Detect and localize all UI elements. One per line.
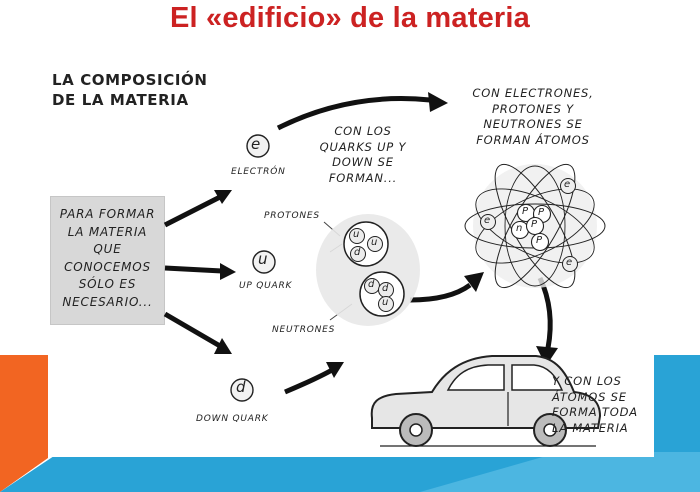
heading-line-2: DE LA MATERIA — [52, 91, 189, 109]
atom-electron-letter: e — [566, 257, 573, 268]
arrow-electron-to-atom — [276, 96, 431, 131]
matter-step-text: Y CON LOS ÁTOMOS SE FORMA TODA LA MATERI… — [552, 374, 652, 436]
quark-step-line: FORMAN... — [328, 170, 398, 185]
quark-step-line: QUARKS UP Y — [319, 139, 407, 154]
intro-line: SÓLO ES — [78, 277, 137, 291]
arrow-down-quark-to-nucleons — [284, 367, 334, 395]
quark-step-line: CON LOS — [334, 124, 392, 138]
heading-line-1: LA COMPOSICIÓN — [52, 71, 208, 89]
atom-orbit — [475, 188, 595, 264]
car-window — [446, 364, 505, 391]
nucleus-circle — [530, 232, 550, 252]
arrowhead — [214, 190, 232, 204]
quark-letter: d — [382, 283, 390, 294]
car-wheel-hub — [543, 423, 557, 437]
intro-line: LA MATERIA — [67, 224, 148, 239]
orange-corner-shape — [0, 355, 48, 492]
atom-electron-letter: e — [484, 215, 491, 226]
matter-step-line: FORMA TODA — [552, 405, 638, 419]
quark-step-line: DOWN SE — [332, 155, 394, 169]
intro-box — [50, 196, 165, 325]
quark-letter: u — [382, 297, 390, 308]
up-quark-label: UP QUARK — [239, 281, 293, 291]
nucleus-letter: n — [516, 223, 524, 234]
electron-circle — [246, 134, 270, 158]
atom-electron-circle — [562, 256, 578, 272]
atom-orbit — [475, 188, 595, 264]
atom-orbit — [494, 163, 576, 289]
atom-electron-letter: e — [564, 179, 571, 190]
atom-step-line: CON ELECTRONES, — [472, 86, 594, 100]
intro-line: PARA FORMAR — [59, 207, 156, 221]
atom-electron-circle — [560, 178, 576, 194]
quark-letter: d — [368, 279, 376, 290]
blue-right-band — [654, 355, 700, 452]
arrow-to-electron — [163, 193, 224, 228]
intro-line: CONOCEMOS — [64, 259, 151, 274]
intro-box-text: PARA FORMAR LA MATERIA QUE CONOCEMOS SÓL… — [50, 206, 165, 311]
down-quark-symbol: d — [236, 378, 247, 396]
atom-orbit — [504, 165, 566, 287]
down-quark-label: DOWN QUARK — [196, 414, 269, 424]
quark-letter: u — [371, 237, 379, 248]
electron-symbol: e — [251, 135, 262, 153]
arrow-atom-to-car — [537, 276, 553, 349]
intro-line: NECESARIO... — [62, 294, 153, 309]
up-quark-symbol: u — [258, 250, 269, 268]
quark-circle — [378, 296, 394, 312]
atom-step-line: NEUTRONES SE — [483, 117, 583, 131]
quark-letter: u — [353, 229, 361, 240]
atom-step-line: FORMAN ÁTOMOS — [476, 132, 590, 147]
arrow-to-down-quark — [163, 311, 222, 349]
slide-title: El «edificio» de la materia — [170, 2, 530, 34]
nucleus-letter: P — [538, 207, 545, 218]
quark-step-text: CON LOS QUARKS UP Y DOWN SE FORMAN... — [318, 124, 408, 186]
arrowhead — [536, 346, 558, 366]
quark-letter: d — [354, 247, 362, 258]
atom-step-line: PROTONES Y — [492, 101, 574, 116]
atom-step-text: CON ELECTRONES, PROTONES Y NEUTRONES SE … — [468, 86, 598, 148]
nucleus-letter: P — [531, 219, 538, 230]
down-quark-circle — [230, 378, 254, 402]
intro-line: QUE — [93, 242, 122, 256]
matter-step-line: ÁTOMOS SE — [552, 389, 627, 404]
nucleus-letter: P — [536, 235, 543, 246]
arrowhead — [220, 263, 236, 280]
matter-step-line: Y CON LOS — [552, 374, 622, 388]
car-window — [511, 364, 564, 391]
blue-bottom-band-light — [420, 452, 700, 492]
car-wheel-hub — [409, 423, 423, 437]
car-drawing — [370, 355, 602, 447]
matter-step-line: LA MATERIA — [552, 420, 629, 435]
quark-circle — [349, 228, 365, 244]
atom-drawing — [464, 163, 606, 289]
protones-label: PROTONES — [264, 211, 320, 221]
quark-circle — [367, 236, 383, 252]
quark-circle — [350, 246, 366, 262]
arrow-to-up-quark — [164, 265, 223, 274]
arrowhead — [428, 92, 448, 112]
electron-label: ELECTRÓN — [231, 167, 286, 177]
up-quark-circle — [252, 250, 276, 274]
arrowhead — [326, 362, 344, 378]
atom-electron-circle — [480, 214, 496, 230]
arrowhead — [214, 338, 232, 354]
arrowhead — [464, 272, 484, 292]
nucleus-letter: P — [522, 206, 529, 217]
diagram-heading: LA COMPOSICIÓN DE LA MATERIA — [52, 70, 208, 110]
neutrones-label: NEUTRONES — [272, 325, 336, 335]
arrow-nucleons-to-atom — [409, 282, 472, 303]
